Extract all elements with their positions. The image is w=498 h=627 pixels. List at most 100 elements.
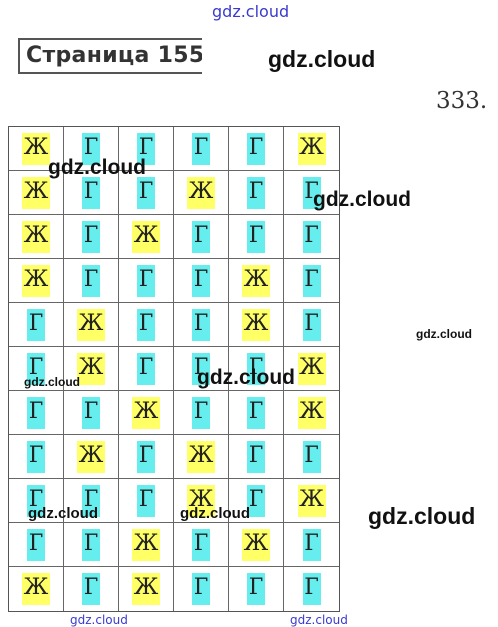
letter-zh: Ж [242, 308, 270, 341]
grid-cell: Г [229, 567, 284, 611]
letter-g: Г [192, 396, 210, 429]
letter-g: Г [302, 440, 321, 473]
grid-cell: Ж [119, 567, 174, 611]
letter-zh: Ж [22, 220, 50, 253]
grid-cell: Г [229, 215, 284, 259]
grid-cell: Г [284, 303, 339, 347]
grid-cell: Г [174, 391, 229, 435]
grid-cell: Г [284, 259, 339, 303]
letter-g: Г [302, 308, 321, 341]
page-label-box: Страница 155. [18, 38, 202, 74]
grid-cell: Г [229, 435, 284, 479]
letter-g: Г [137, 440, 155, 473]
grid-cell: Г [9, 479, 64, 523]
grid-cell: Г [284, 215, 339, 259]
letter-g: Г [82, 220, 100, 253]
letter-g: Г [247, 352, 265, 385]
watermark: gdz.cloud [368, 503, 476, 529]
grid-cell: Г [229, 347, 284, 391]
letter-g: Г [137, 132, 155, 165]
grid-cell: Г [229, 479, 284, 523]
grid-cell: Г [9, 523, 64, 567]
grid-cell: Г [174, 347, 229, 391]
letter-g: Г [137, 176, 155, 209]
letter-zh: Ж [132, 528, 160, 561]
letter-g: Г [27, 308, 45, 341]
grid-cell: Г [284, 523, 339, 567]
grid-cell: Г [64, 259, 119, 303]
letter-g: Г [27, 396, 45, 429]
grid-cell: Г [119, 303, 174, 347]
grid-cell: Г [174, 127, 229, 171]
letter-g: Г [192, 528, 210, 561]
watermark: gdz.cloud [197, 366, 295, 389]
letter-g: Г [247, 176, 265, 209]
grid-cell: Ж [9, 567, 64, 611]
letter-g: Г [302, 220, 321, 253]
grid-cell: Ж [9, 127, 64, 171]
grid-cell: Г [229, 391, 284, 435]
letter-zh: Ж [77, 352, 105, 385]
grid-cell: Ж [229, 259, 284, 303]
letter-zh: Ж [187, 440, 215, 473]
watermark: gdz.cloud [70, 613, 128, 627]
grid-cell: Ж [174, 479, 229, 523]
grid-cell: Ж [229, 523, 284, 567]
letter-g: Г [192, 308, 210, 341]
grid-cell: Г [229, 127, 284, 171]
grid-cell: Ж [9, 215, 64, 259]
grid-cell: Г [174, 259, 229, 303]
letter-zh: Ж [22, 573, 50, 605]
grid-cell: Ж [119, 215, 174, 259]
letter-g: Г [247, 220, 265, 253]
grid-cell: Ж [64, 347, 119, 391]
grid-cell: Ж [284, 391, 339, 435]
problem-number: 333. [436, 88, 488, 114]
grid-cell: Г [119, 127, 174, 171]
letter-g: Г [137, 484, 155, 517]
grid-cell: Ж [284, 127, 339, 171]
grid-cell: Ж [9, 259, 64, 303]
letter-g: Г [137, 264, 155, 297]
letter-g: Г [302, 176, 321, 209]
letter-g: Г [192, 220, 210, 253]
letter-zh: Ж [242, 528, 270, 561]
grid-cell: Ж [9, 171, 64, 215]
letter-g: Г [27, 352, 45, 385]
watermark: gdz.cloud [48, 156, 146, 179]
letter-zh: Ж [22, 132, 50, 165]
letter-g: Г [247, 573, 265, 605]
letter-zh: Ж [132, 573, 160, 605]
grid-cell: Г [9, 391, 64, 435]
watermark: gdz.cloud [28, 505, 98, 522]
grid-cell: Ж [174, 171, 229, 215]
watermark: gdz.cloud [24, 375, 80, 389]
watermark: gdz.cloud [180, 505, 250, 522]
letter-zh: Ж [132, 220, 160, 253]
letter-zh: Ж [297, 132, 326, 165]
letter-zh: Ж [297, 484, 326, 517]
letter-zh: Ж [187, 176, 215, 209]
grid-cell: Ж [64, 435, 119, 479]
letter-zh: Ж [187, 484, 215, 517]
grid-cell: Ж [174, 435, 229, 479]
letter-g: Г [302, 264, 321, 297]
letter-zh: Ж [77, 440, 105, 473]
grid-cell: Г [284, 435, 339, 479]
grid-cell: Ж [284, 347, 339, 391]
watermark: gdz.cloud [313, 188, 411, 211]
grid-cell: Г [119, 259, 174, 303]
watermark: gdz.cloud [416, 327, 472, 341]
page-label: Страница 155. [26, 43, 202, 68]
watermark: gdz.cloud [212, 2, 290, 21]
letter-g: Г [192, 573, 210, 605]
grid-cell: Г [174, 523, 229, 567]
grid-cell: Г [119, 347, 174, 391]
grid-cell: Г [64, 391, 119, 435]
grid-cell: Ж [64, 303, 119, 347]
letter-g: Г [82, 573, 100, 605]
letter-zh: Ж [132, 396, 160, 429]
letter-g: Г [247, 132, 265, 165]
grid-cell: Г [119, 479, 174, 523]
